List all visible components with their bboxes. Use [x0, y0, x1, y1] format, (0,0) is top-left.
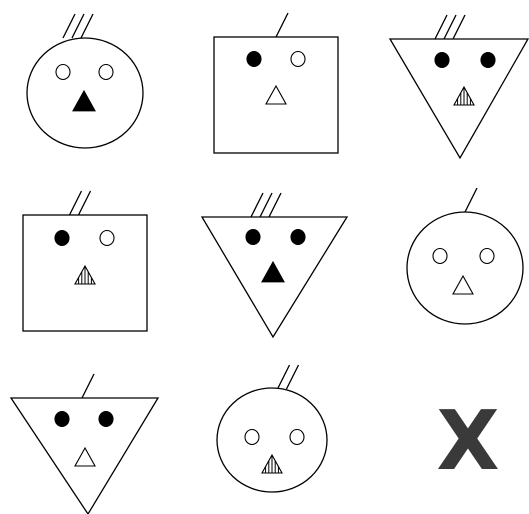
- hair-strand: [82, 374, 94, 398]
- hair-strands: [82, 374, 94, 398]
- face-cell: [27, 14, 143, 148]
- left-eye: [433, 249, 447, 264]
- right-eye: [99, 65, 113, 80]
- face-cell: [23, 191, 147, 331]
- right-eye: [291, 52, 305, 67]
- right-eye: [99, 412, 113, 427]
- left-eye: [55, 231, 69, 246]
- face-cell: [11, 374, 158, 514]
- hair-strands: [70, 191, 91, 215]
- left-eye: [435, 53, 449, 68]
- hair-strands: [435, 15, 465, 39]
- face-cell: [390, 15, 528, 158]
- hair-strands: [276, 13, 288, 37]
- hair-strands: [63, 14, 93, 38]
- hair-strand: [276, 13, 288, 37]
- right-eye: [480, 249, 494, 264]
- right-eye: [290, 430, 304, 445]
- left-eye: [56, 65, 70, 80]
- left-eye: [245, 430, 259, 445]
- hair-strands: [251, 193, 281, 217]
- face-outline-circle: [217, 388, 327, 492]
- left-eye: [247, 52, 261, 67]
- face-cell: [407, 188, 523, 324]
- right-eye: [291, 230, 305, 245]
- hair-strand: [465, 188, 477, 212]
- missing-cell-mark: X: [436, 400, 500, 484]
- left-eye: [246, 230, 260, 245]
- hair-strands: [278, 365, 299, 389]
- right-eye: [100, 231, 114, 246]
- right-eye: [481, 53, 495, 68]
- face-cell: [214, 13, 338, 153]
- hair-strands: [465, 188, 477, 212]
- face-cell: [202, 193, 347, 337]
- face-outline-circle: [407, 212, 523, 324]
- left-eye: [55, 412, 69, 427]
- face-cell: [217, 365, 327, 492]
